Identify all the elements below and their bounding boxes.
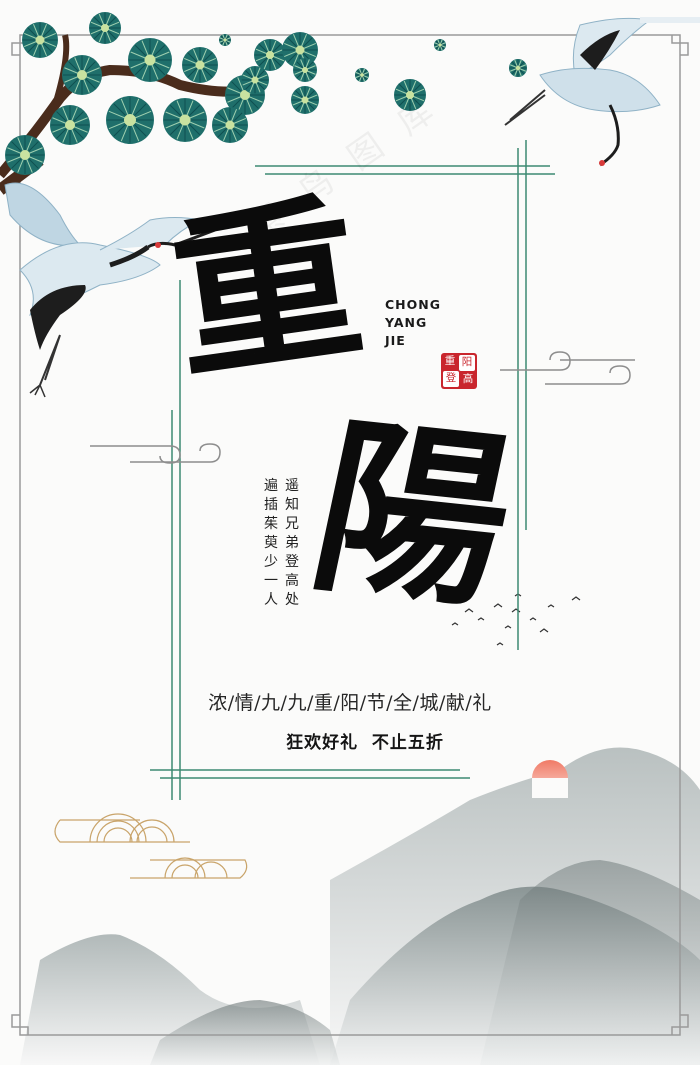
birds-icon [451, 593, 581, 646]
promo-slogan: 狂欢好礼 不止五折 [286, 733, 444, 753]
seal-char: 高 [462, 373, 474, 385]
pinyin-line: JIE [385, 333, 406, 348]
seal-char: 阳 [459, 355, 475, 371]
subtitle-text: 浓/情/九/九/重/阳/节/全/城/献/礼 [208, 692, 492, 714]
poem-line-2: 遍插茱萸少一人 [264, 478, 278, 608]
red-seal-stamp: 重 阳 登 高 [441, 353, 477, 389]
pinyin-line: YANG [385, 315, 428, 330]
cloud-icon [90, 351, 635, 464]
seal-char: 重 [444, 355, 456, 367]
golden-cloud-icon [54, 813, 248, 879]
pinyin-label: CHONG YANG JIE [385, 296, 441, 350]
pinyin-line: CHONG [385, 297, 441, 312]
poem-line-1: 遥知兄弟登高处 [285, 478, 299, 608]
seal-char: 登 [443, 371, 459, 387]
calligraphy-char-2: 陽 [295, 394, 531, 635]
calligraphy-char-1: 重 [159, 172, 375, 405]
